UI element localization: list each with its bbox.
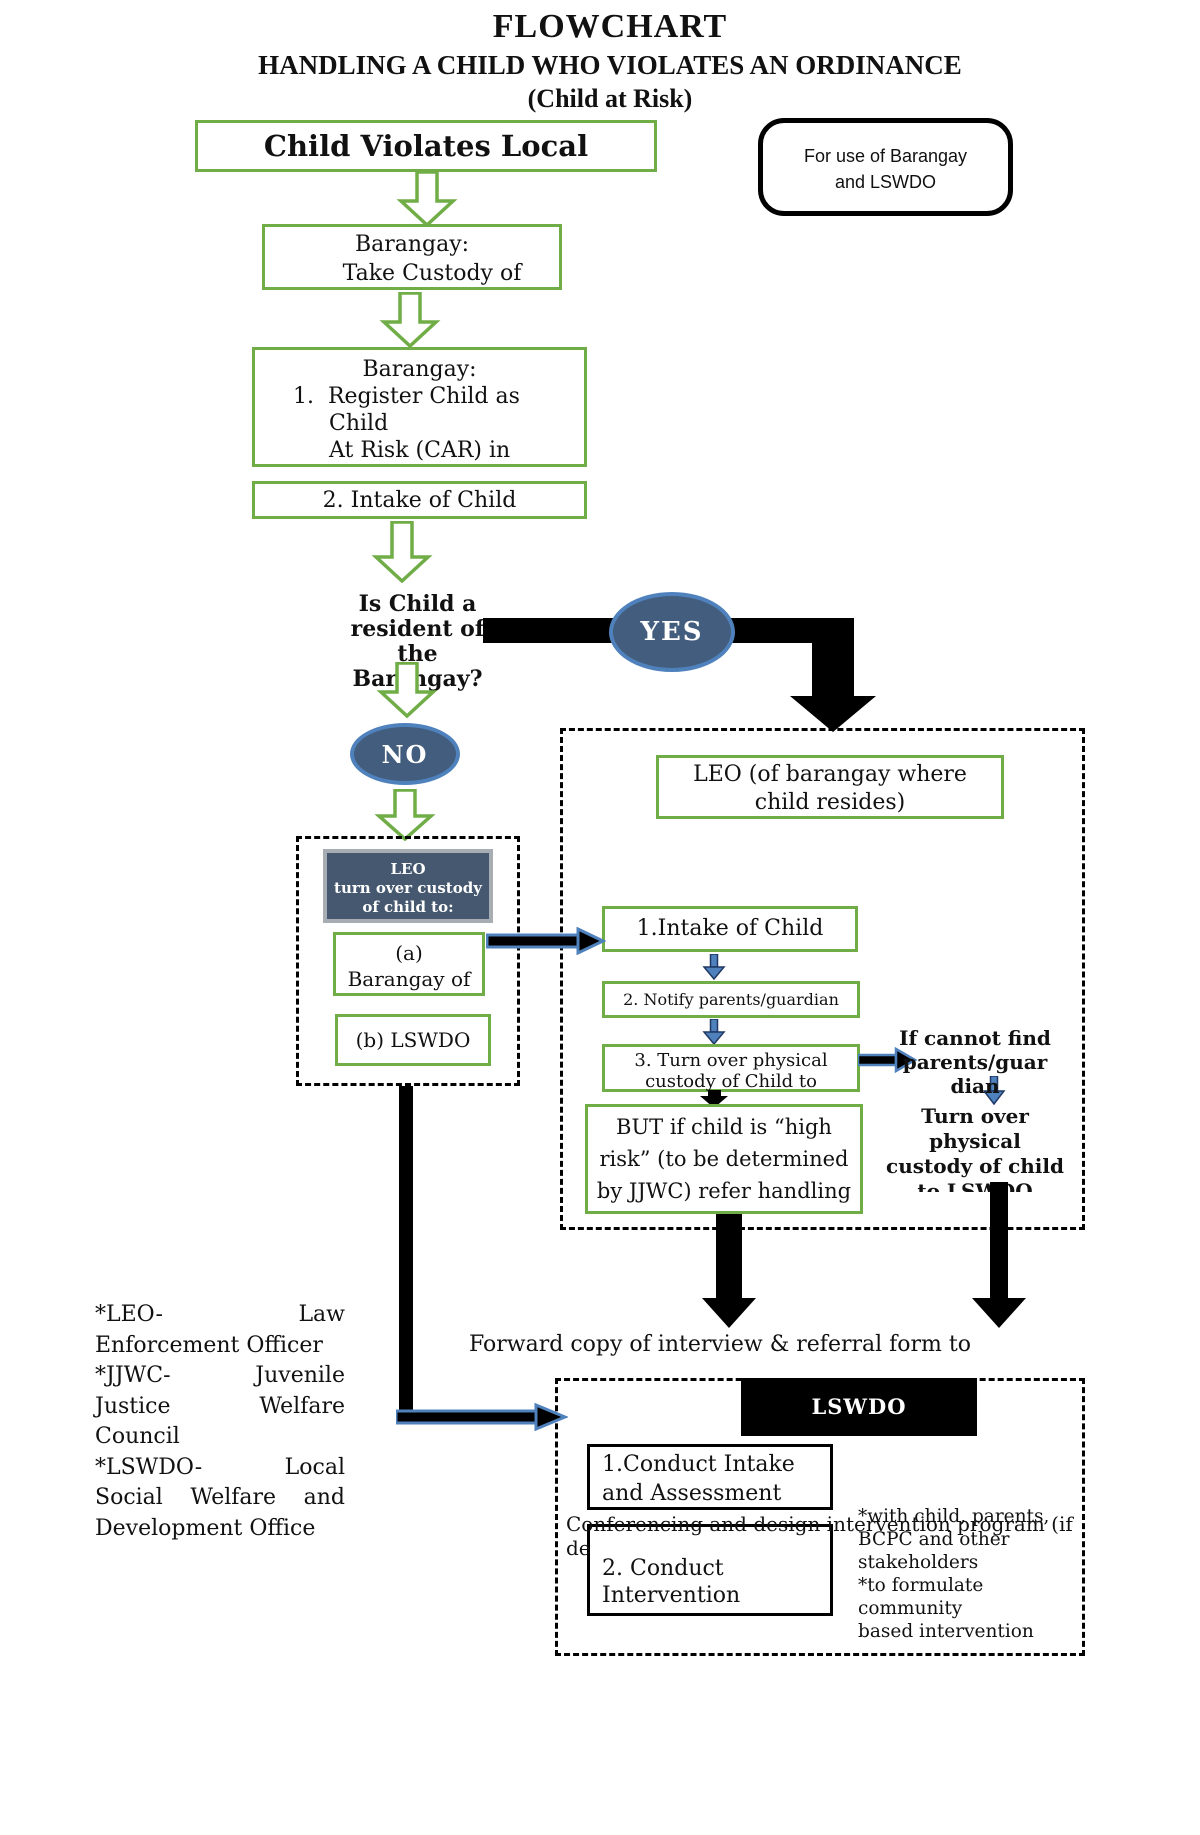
- blue-arrow-cannot-find-icon: [858, 1047, 918, 1073]
- yes-connector-vertical: [812, 618, 854, 698]
- leo-turnover-line1: LEO: [390, 860, 426, 878]
- register-box-line1: Barangay:: [362, 357, 477, 382]
- step1-box: 1.Intake of Child: [602, 906, 858, 952]
- down-block-arrow-2: [378, 292, 442, 348]
- option-a-line1: (a): [395, 941, 423, 965]
- custody-box: Barangay: Take Custody of: [262, 224, 562, 290]
- intake-box: 2. Intake of Child: [252, 481, 587, 519]
- no-branch-dashed-box: [296, 836, 520, 1086]
- start-box-label: Child Violates Local: [263, 129, 589, 163]
- turn-over-line1: Turn over: [921, 1104, 1029, 1128]
- leo-resides-line1: LEO (of barangay where: [693, 762, 967, 787]
- option-a-box: (a) Barangay of: [333, 932, 485, 996]
- black-arrowhead-right-icon: [972, 1298, 1026, 1328]
- black-arrowhead-center-icon: [702, 1298, 756, 1328]
- black-connector-left: [399, 1086, 413, 1417]
- cannot-find-line1: If cannot find: [899, 1026, 1051, 1050]
- cannot-find-line3: dian: [950, 1074, 1000, 1098]
- legend-line: Justice Welfare: [95, 1393, 345, 1419]
- legend-line: Development Office: [95, 1515, 316, 1541]
- down-block-arrow-5: [373, 789, 437, 841]
- leo-turnover-header: LEO turn over custody of child to:: [323, 849, 493, 923]
- conduct-intervention-box: 2. Conduct Intervention: [587, 1524, 833, 1616]
- blue-arrow-to-step1-icon: [486, 927, 606, 955]
- no-ellipse: NO: [350, 723, 460, 785]
- page-subtitle-2: (Child at Risk): [527, 84, 693, 113]
- step2-box: 2. Notify parents/guardian: [602, 981, 860, 1018]
- legend-line: *JJWC- Juvenile: [95, 1363, 345, 1388]
- conferencing-line2: de: [566, 1536, 591, 1560]
- register-box: Barangay: 1. Register Child as Child At …: [252, 347, 587, 467]
- conduct-intake-box: 1.Conduct Intake and Assessment: [587, 1444, 833, 1510]
- yes-ellipse: YES: [609, 592, 735, 672]
- but-line1: BUT if child is “high: [616, 1115, 832, 1139]
- legend-line: *LEO- Law: [95, 1302, 345, 1327]
- no-label: NO: [381, 739, 429, 769]
- cannot-find-text: If cannot find parents/guar dian: [880, 1026, 1070, 1098]
- but-high-risk-box: BUT if child is “high risk” (to be deter…: [585, 1104, 863, 1214]
- legend-line: Social Welfare and: [95, 1485, 345, 1510]
- start-box: Child Violates Local: [195, 120, 657, 172]
- stakeholder-note: stakeholders: [858, 1552, 979, 1573]
- page-subtitle: HANDLING A CHILD WHO VIOLATES AN ORDINAN…: [258, 50, 962, 80]
- legend-text: *LEO- Law Enforcement Officer *JJWC- Juv…: [95, 1300, 345, 1544]
- leo-resides-line2: child resides): [754, 790, 906, 815]
- yes-arrowhead-icon: [790, 696, 876, 732]
- question-line2: resident of: [350, 616, 485, 642]
- black-connector-right: [990, 1182, 1008, 1298]
- option-a-line2: Barangay of: [347, 967, 471, 991]
- legend-line: *LSWDO- Local: [95, 1454, 345, 1480]
- custody-box-line2: Take Custody of: [342, 261, 522, 286]
- leo-turnover-line3: of child to:: [362, 898, 454, 916]
- forward-text: Forward copy of interview & referral for…: [468, 1332, 971, 1357]
- step3-line1: 3. Turn over physical: [634, 1050, 828, 1071]
- conduct-intake-line1: 1.Conduct Intake: [602, 1452, 795, 1477]
- turn-over-line3: custody of child: [886, 1154, 1064, 1178]
- lswdo-header: LSWDO: [741, 1378, 977, 1436]
- page-title: FLOWCHART: [492, 8, 728, 45]
- conduct-intervention-line2: Intervention: [602, 1583, 741, 1608]
- legend-line: Council: [95, 1424, 180, 1449]
- black-connector-center: [716, 1214, 742, 1298]
- conduct-intervention-line1: 2. Conduct: [602, 1556, 724, 1581]
- note-box-line1: For use of Barangay: [803, 146, 968, 166]
- turn-over-text: Turn over physical custody of child to L…: [880, 1104, 1070, 1192]
- blue-down-arrow-2-icon: [702, 1019, 726, 1045]
- leo-resides-box: LEO (of barangay where child resides): [656, 755, 1004, 819]
- conferencing-text: Conferencing and design intervention pro…: [566, 1512, 1096, 1560]
- stakeholder-note: BCPC and other: [858, 1529, 1010, 1550]
- down-block-arrow-3: [370, 521, 434, 583]
- but-line3: by JJWC) refer handling: [596, 1179, 852, 1203]
- stakeholder-note: based intervention: [858, 1621, 1034, 1642]
- step3-line2: custody of Child to: [645, 1071, 817, 1092]
- cannot-find-line2: parents/guar: [902, 1050, 1048, 1074]
- black-connector-small: [708, 1090, 721, 1097]
- turn-over-line4: to LSWDO: [917, 1179, 1033, 1192]
- option-b-box: (b) LSWDO: [335, 1014, 491, 1066]
- register-box-line4: At Risk (CAR) in: [329, 438, 511, 463]
- leo-turnover-line2: turn over custody: [334, 879, 482, 897]
- down-block-arrow-4: [375, 662, 439, 718]
- blue-down-arrow-3-icon: [982, 1076, 1006, 1106]
- register-box-line2: 1. Register Child as: [293, 384, 520, 409]
- conferencing-line1: Conferencing and design intervention pro…: [566, 1512, 1073, 1536]
- stakeholder-note: *to formulate community: [858, 1575, 984, 1619]
- yes-label: YES: [640, 617, 704, 647]
- question-line1: Is Child a: [358, 591, 477, 617]
- note-box: For use of Barangay and LSWDO: [758, 118, 1013, 216]
- legend-line: Enforcement Officer: [95, 1332, 323, 1358]
- down-block-arrow-1: [395, 171, 459, 227]
- register-box-line3: Child: [329, 411, 389, 436]
- step3-box: 3. Turn over physical custody of Child t…: [602, 1044, 860, 1092]
- conduct-intake-line2: and Assessment: [602, 1481, 782, 1506]
- note-box-line2: and LSWDO: [834, 172, 937, 192]
- custody-box-line1: Barangay:: [354, 232, 470, 257]
- blue-down-arrow-1-icon: [702, 954, 726, 980]
- turn-over-line2: physical: [929, 1129, 1021, 1153]
- stakeholder-notes: *with child, parents, BCPC and other sta…: [858, 1505, 1080, 1643]
- blue-arrow-to-lswdo-icon: [396, 1402, 568, 1432]
- but-line2: risk” (to be determined: [599, 1147, 849, 1171]
- stakeholder-note: *with child, parents,: [858, 1506, 1050, 1527]
